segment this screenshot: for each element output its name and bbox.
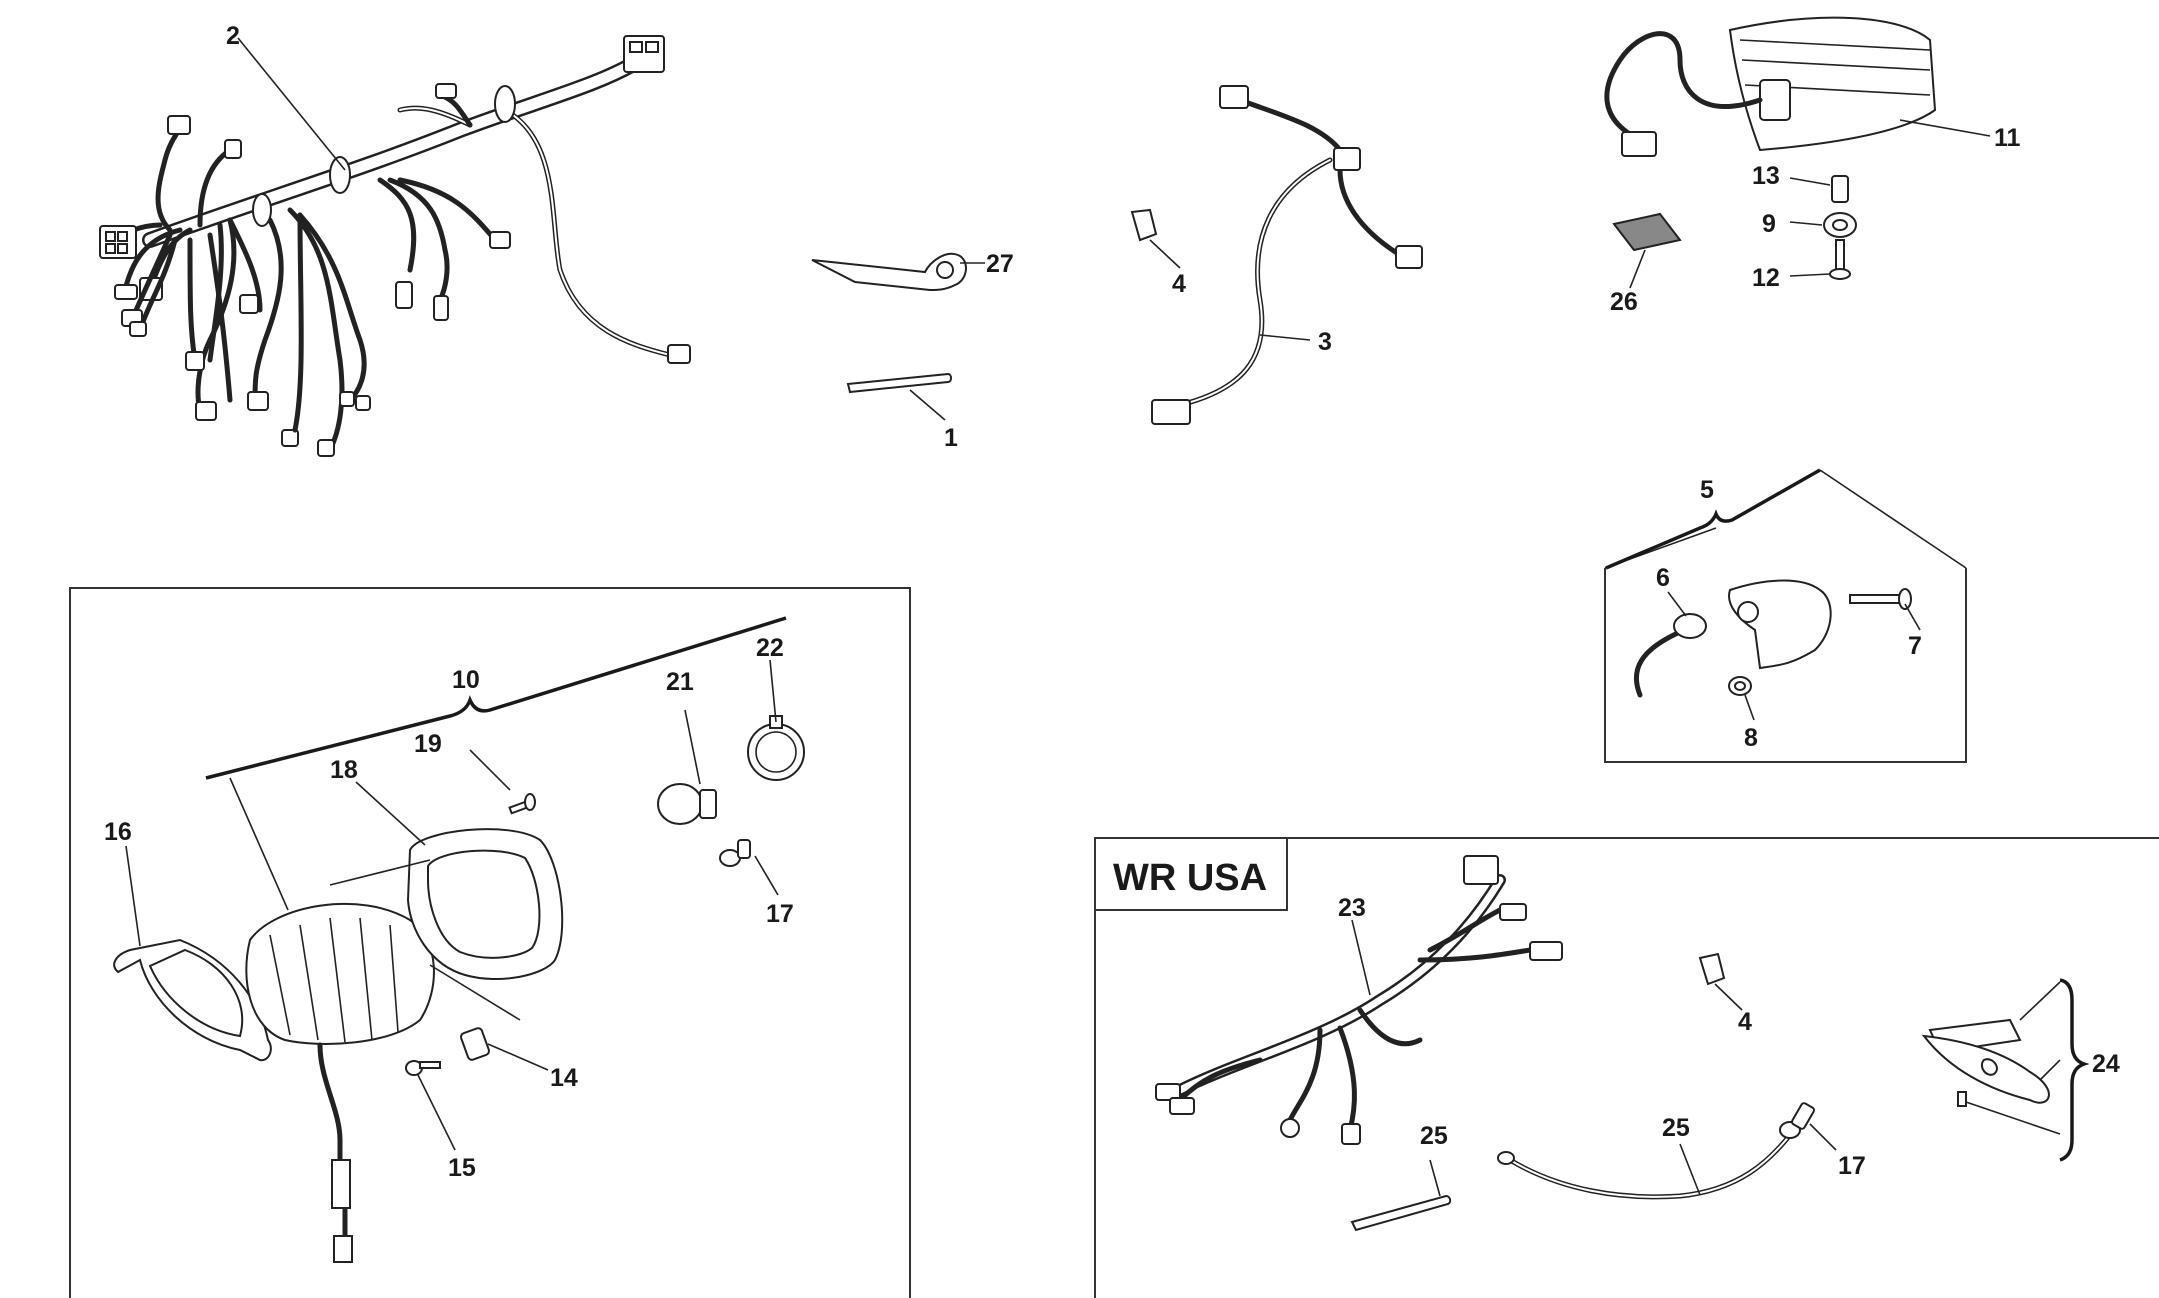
label-15: 15 [448,1154,476,1182]
leader-18b [329,859,431,886]
leader-16 [125,845,141,947]
bulb-17 [719,839,751,867]
label-10: 10 [452,666,480,694]
headlight-group-frame [69,587,911,1298]
label-23: 25 [1662,1114,1690,1142]
leader-26 [1629,249,1646,289]
bulb-17b [1779,1102,1815,1139]
mounting-frame-18 [406,828,564,981]
leader-21 [769,659,777,723]
leader-4 [1149,239,1181,269]
brace-5 [1605,468,1821,570]
housing [1728,579,1832,670]
label-27: 27 [986,250,1014,278]
reflector-kit-24 [1921,1018,2050,1107]
label-2: 2 [226,22,240,50]
nut-8 [1728,676,1752,696]
leader-7 [1904,603,1921,631]
label-17: 17 [766,900,794,928]
label-5: 5 [1700,476,1714,504]
label-13: 13 [1752,162,1780,190]
label-11: 11 [1994,124,2021,152]
leader-24b [2039,1059,2061,1081]
label-3: 3 [1318,328,1332,356]
cable-tie-25 [1350,1194,1452,1232]
cable-tie-1 [846,372,952,394]
leader-9 [1789,221,1823,226]
brace-10 [205,616,787,780]
spacer-13 [1831,175,1849,203]
leader-24c [1965,1101,2061,1135]
screw-15 [405,1060,441,1076]
leader-1 [909,389,946,421]
label-8: 8 [1744,724,1758,752]
sub-harness-22 [1155,855,1563,1145]
leader-4b [1714,983,1743,1011]
trim-ring-16 [113,938,272,1062]
bolt-7 [1849,588,1912,610]
sub-harness-3 [1151,85,1423,425]
brace-24 [2059,978,2090,1162]
leader-14 [487,1043,549,1071]
clip-4 [1130,208,1158,242]
label-19: 19 [414,730,442,758]
leader-17 [754,855,779,896]
bulb-20 [657,783,717,825]
leader-22 [1351,919,1371,996]
wire-23 [1497,1132,1793,1200]
leader-25 [1429,1159,1441,1197]
leader-3 [1259,334,1311,341]
leader-18 [355,781,426,846]
label-14: 14 [550,1064,578,1092]
bulb-cover-21 [747,715,805,781]
label-4: 4 [1172,270,1186,298]
bulb-6 [1633,613,1707,698]
clip-4b [1698,952,1726,986]
grommet-9 [1823,212,1857,238]
adjuster-14 [460,1027,490,1061]
bracket-27 [811,252,967,292]
headlight-lens [245,902,435,1263]
label-20: 21 [666,668,694,696]
label-4b: 4 [1738,1008,1752,1036]
leader-15 [417,1074,456,1151]
screw-12 [1829,239,1851,280]
label-12: 12 [1752,264,1780,292]
leader-19 [469,749,511,791]
tail-light-11 [1604,16,1937,157]
label-17b: 17 [1838,1152,1866,1180]
leader-18c [429,964,521,1021]
leader-8 [1744,694,1755,721]
leader-17b [1809,1123,1837,1151]
leader-13 [1789,177,1831,186]
leader-11 [1899,119,1991,137]
label-1: 1 [944,424,958,452]
wr-usa-frame: WR USA [1094,837,2159,1298]
leader-24a [2019,981,2061,1021]
label-21: 22 [756,634,784,662]
label-9: 9 [1762,210,1776,238]
leader-20 [684,709,701,785]
label-6: 6 [1656,564,1670,592]
leader-2 [237,37,346,171]
main-wiring-harness [99,35,691,457]
label-25: 25 [1420,1122,1448,1150]
label-22: 23 [1338,894,1366,922]
label-16: 16 [104,818,132,846]
leader-6 [1667,591,1687,617]
label-7: 7 [1908,632,1922,660]
label-18: 18 [330,756,358,784]
label-24: 24 [2092,1050,2120,1078]
leader-12 [1789,273,1831,277]
label-26: 26 [1610,288,1638,316]
label-plate-26 [1612,212,1682,252]
leader-10 [229,777,289,911]
region-tag: WR USA [1113,857,1267,899]
leader-23 [1679,1143,1701,1196]
screw-19 [508,793,536,815]
